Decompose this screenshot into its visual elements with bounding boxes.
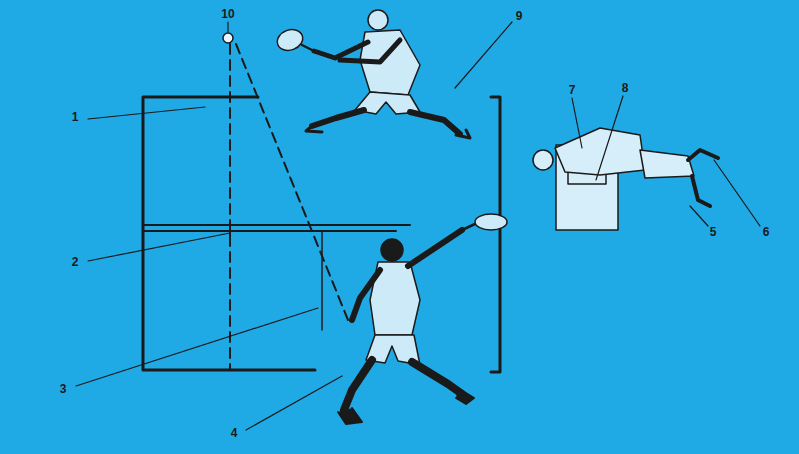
player-arm	[340, 40, 400, 62]
player-shoe	[338, 408, 362, 424]
tennis-ball	[223, 33, 233, 43]
leader-line	[88, 233, 230, 261]
player-shoe	[456, 388, 474, 404]
callout-number: 4	[222, 425, 246, 441]
callout-number: 6	[754, 224, 778, 240]
callout-number: 5	[701, 224, 725, 240]
player-leg	[410, 112, 460, 134]
callout-number: 9	[507, 8, 531, 24]
player-head	[381, 239, 403, 261]
player-leg	[312, 110, 364, 126]
player-leg	[344, 360, 372, 410]
umpire-foot	[692, 176, 710, 206]
player-head	[368, 10, 388, 30]
ball-drop-line	[229, 44, 231, 370]
player-shoe	[306, 126, 322, 132]
leader-line	[246, 376, 342, 430]
umpire-thigh	[640, 150, 694, 178]
leader-line	[455, 22, 512, 88]
umpire-head	[533, 150, 553, 170]
player-leg	[412, 362, 462, 394]
leader-line	[714, 160, 760, 226]
player-arm	[314, 42, 368, 58]
player-shoe	[456, 130, 470, 138]
leader-line	[76, 308, 318, 386]
net-top	[143, 224, 410, 226]
leader-line	[596, 96, 623, 180]
leader-line	[88, 107, 205, 119]
callout-number: 10	[216, 6, 240, 22]
callout-number: 3	[51, 381, 75, 397]
leader-line	[690, 206, 708, 226]
center-service-line	[321, 232, 323, 330]
callout-number: 2	[63, 254, 87, 270]
leader-line	[572, 98, 582, 148]
umpire-foot	[688, 150, 718, 160]
net-bottom	[143, 230, 396, 232]
ball-path-line	[236, 44, 348, 320]
racket-head	[274, 26, 305, 54]
player-arm	[352, 270, 380, 320]
callout-number: 8	[613, 80, 637, 96]
player-arm	[408, 230, 462, 266]
court-bracket	[491, 97, 500, 372]
leader-line	[227, 22, 228, 32]
callout-number: 7	[560, 82, 584, 98]
callout-number: 1	[63, 109, 87, 125]
racket-head	[475, 214, 507, 230]
